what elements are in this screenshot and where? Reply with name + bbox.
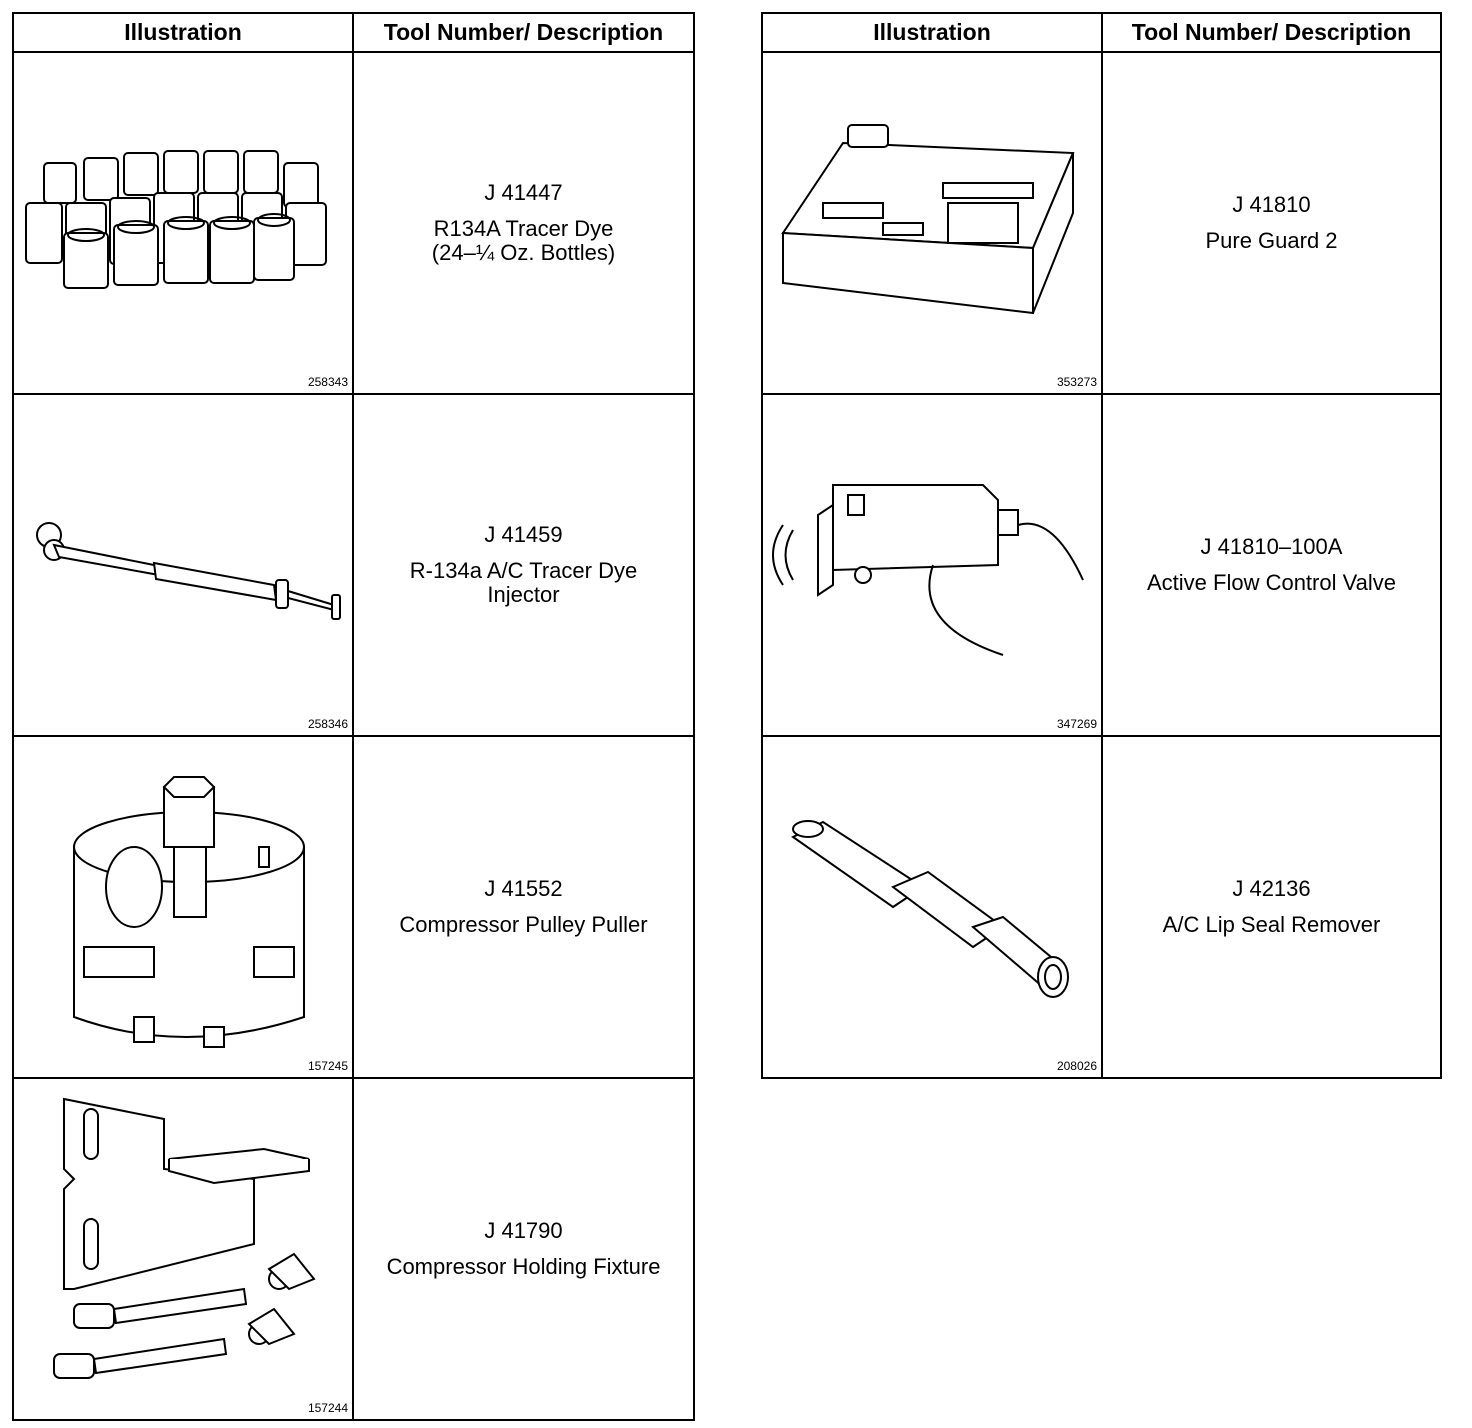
header-tool-description: Tool Number/ Description [1131, 19, 1412, 45]
tool-number: J 41552 [484, 875, 563, 901]
tool-description-cell: J 41447 R134A Tracer Dye (24–¼ Oz. Bottl… [354, 53, 693, 393]
tool-description-line: A/C Lip Seal Remover [1162, 912, 1381, 937]
tool-description-line: Compressor Pulley Puller [399, 912, 648, 937]
table-header: Illustration Tool Number/ Description [14, 14, 693, 53]
tool-description-line: R-134a A/C Tracer Dye [409, 557, 638, 583]
tool-description-line: Pure Guard 2 [1205, 228, 1338, 253]
pure-guard-unit-icon [781, 124, 1075, 315]
figure-number: 258346 [307, 717, 348, 731]
figure-number: 258343 [307, 375, 348, 389]
table-row: 353273 J 41810 Pure Guard 2 [763, 53, 1440, 395]
illustration-cell: 208026 [763, 737, 1103, 1077]
tool-description-line: Compressor Holding Fixture [386, 1254, 661, 1279]
tool-table-left: Illustration Tool Number/ Description [12, 12, 695, 1421]
tool-description-cell: J 41810 Pure Guard 2 [1103, 53, 1440, 393]
illustration-cell: 157244 [14, 1079, 354, 1419]
tool-description-cell: J 41810–100A Active Flow Control Valve [1103, 395, 1440, 735]
tool-number: J 41790 [484, 1217, 563, 1243]
header-tool-description: Tool Number/ Description [383, 19, 664, 45]
holding-fixture-icon [53, 1097, 316, 1379]
dye-injector-icon [36, 522, 341, 620]
figure-number: 347269 [1056, 717, 1097, 731]
illustration-cell: 353273 [763, 53, 1103, 393]
flow-control-valve-icon [772, 484, 1084, 656]
table-row: 157245 J 41552 Compressor Pulley Puller [14, 737, 693, 1079]
tool-number: J 41810–100A [1200, 533, 1343, 559]
figure-number: 157244 [307, 1401, 348, 1415]
tool-description-line: Injector [487, 582, 560, 608]
tool-description-line: (24–¼ Oz. Bottles) [431, 240, 616, 266]
tool-description-cell: J 41790 Compressor Holding Fixture [354, 1079, 693, 1419]
tool-number: J 42136 [1232, 875, 1311, 901]
table-row: 208026 J 42136 A/C Lip Seal Remover [763, 737, 1440, 1077]
pulley-puller-icon [73, 776, 305, 1048]
lip-seal-remover-icon [791, 820, 1069, 998]
dye-bottles-icon [25, 150, 327, 289]
figure-number: 208026 [1056, 1059, 1097, 1073]
figure-number: 353273 [1056, 375, 1097, 389]
illustration-cell: 258346 [14, 395, 354, 735]
illustration-cell: 258343 [14, 53, 354, 393]
header-illustration: Illustration [14, 14, 354, 51]
table-row: 347269 J 41810–100A Active Flow Control … [763, 395, 1440, 737]
tool-description-cell: J 42136 A/C Lip Seal Remover [1103, 737, 1440, 1077]
illustration-cell: 157245 [14, 737, 354, 1077]
table-row: 258346 J 41459 R-134a A/C Tracer Dye Inj… [14, 395, 693, 737]
tool-description-line: Active Flow Control Valve [1146, 570, 1396, 595]
tool-description-line: R134A Tracer Dye [433, 215, 614, 241]
tool-description-cell: J 41552 Compressor Pulley Puller [354, 737, 693, 1077]
tool-description-cell: J 41459 R-134a A/C Tracer Dye Injector [354, 395, 693, 735]
figure-number: 157245 [307, 1059, 348, 1073]
tool-table-right: Illustration Tool Number/ Description 35… [761, 12, 1442, 1079]
tool-number: J 41459 [484, 521, 563, 547]
table-header: Illustration Tool Number/ Description [763, 14, 1440, 53]
table-row: 157244 J 41790 Compressor Holding Fixtur… [14, 1079, 693, 1419]
table-row: 258343 J 41447 R134A Tracer Dye (24–¼ Oz… [14, 53, 693, 395]
tool-number: J 41810 [1232, 191, 1311, 217]
illustration-cell: 347269 [763, 395, 1103, 735]
header-illustration: Illustration [763, 14, 1103, 51]
tool-number: J 41447 [484, 179, 563, 205]
